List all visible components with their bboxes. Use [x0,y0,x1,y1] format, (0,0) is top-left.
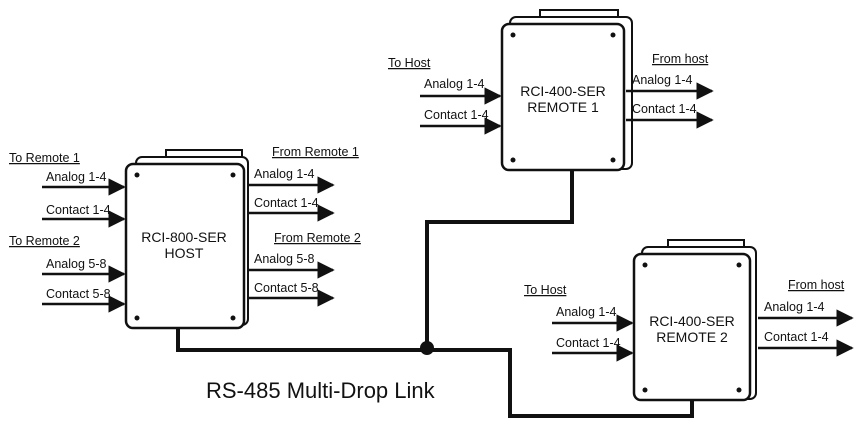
host-to-remote2-header: To Remote 2 [9,234,80,248]
host-screw-icon [134,315,140,321]
remote1-screw-icon [510,157,516,163]
remote1-enclosure [500,22,626,172]
host-to-remote1-header: To Remote 1 [9,151,80,165]
remote1-model-label: RCI-400-SER [520,83,606,99]
remote2-to-host-header: To Host [524,283,567,297]
remote2-enclosure [632,252,752,402]
remote2-output-label: Contact 1-4 [764,330,829,344]
remote1-screw-icon [610,32,616,38]
rs485-wiring [176,170,694,418]
host-output-label: Analog 5-8 [254,252,315,266]
remote2-screw-icon [642,387,648,393]
remote1-screw-icon [510,32,516,38]
host-unit: RCI-800-SER HOST To Remote 1 Analog 1-4 … [9,145,361,330]
remote1-output-label: Analog 1-4 [632,73,693,87]
remote1-unit: RCI-400-SER REMOTE 1 To Host Analog 1-4 … [388,9,714,172]
link-junction-node [420,341,434,355]
host-role-label: HOST [165,245,204,261]
remote1-output-label: Contact 1-4 [632,102,697,116]
remote2-from-host-header: From host [788,278,845,292]
remote2-screw-icon [642,262,648,268]
remote1-role-label: REMOTE 1 [527,99,599,115]
remote1-from-host-header: From host [652,52,709,66]
remote2-input-label: Contact 1-4 [556,336,621,350]
remote2-model-label: RCI-400-SER [649,313,735,329]
host-screw-icon [134,172,140,178]
link-label: RS-485 Multi-Drop Link [206,378,436,403]
host-input-label: Contact 5-8 [46,287,111,301]
remote2-input-label: Analog 1-4 [556,305,617,319]
remote1-screw-icon [610,157,616,163]
host-enclosure [124,162,246,330]
remote1-to-host-header: To Host [388,56,431,70]
host-from-remote2-header: From Remote 2 [274,231,361,245]
host-from-remote1-header: From Remote 1 [272,145,359,159]
remote1-link-wire [425,170,574,350]
host-screw-icon [230,315,236,321]
remote2-screw-icon [736,262,742,268]
host-link-wire [176,322,427,352]
remote2-unit: RCI-400-SER REMOTE 2 To Host Analog 1-4 … [524,239,854,402]
host-input-label: Contact 1-4 [46,203,111,217]
remote2-output-label: Analog 1-4 [764,300,825,314]
remote2-link-wire [427,348,694,418]
host-screw-icon [230,172,236,178]
host-output-label: Contact 1-4 [254,196,319,210]
host-output-label: Analog 1-4 [254,167,315,181]
host-input-label: Analog 1-4 [46,170,107,184]
remote1-input-label: Analog 1-4 [424,77,485,91]
remote2-role-label: REMOTE 2 [656,329,728,345]
host-output-label: Contact 5-8 [254,281,319,295]
remote2-screw-icon [736,387,742,393]
host-input-label: Analog 5-8 [46,257,107,271]
host-model-label: RCI-800-SER [141,229,227,245]
remote1-input-label: Contact 1-4 [424,108,489,122]
